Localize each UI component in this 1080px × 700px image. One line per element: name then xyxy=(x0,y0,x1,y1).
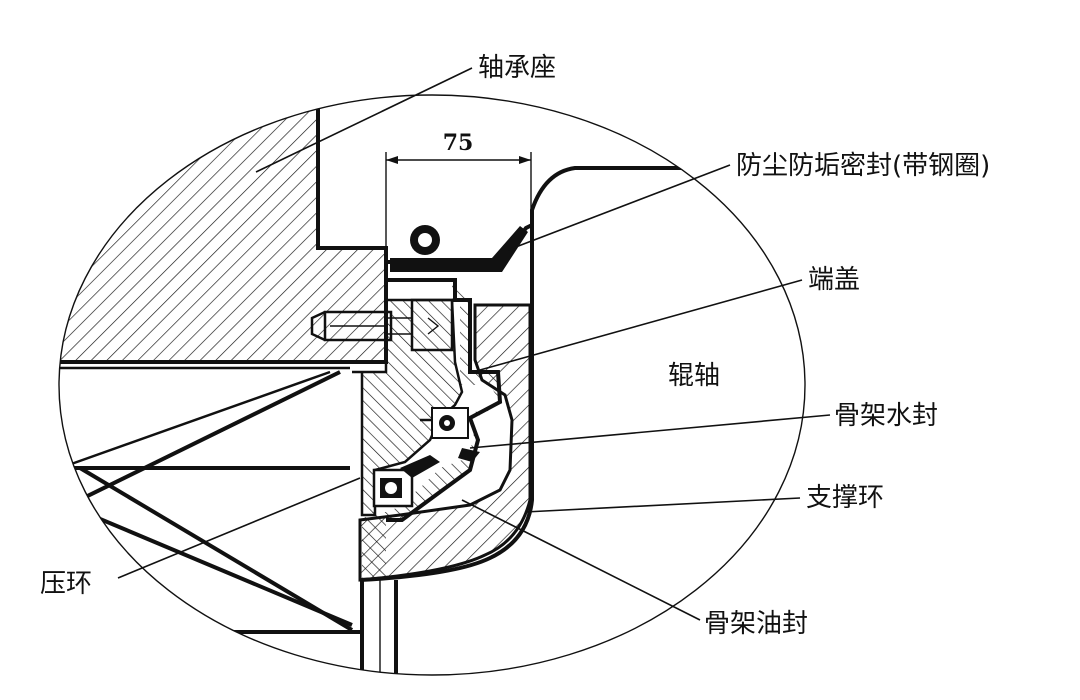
label-water-seal: 骨架水封 xyxy=(834,401,938,431)
label-roller-shaft: 辊轴 xyxy=(668,361,720,391)
label-oil-seal: 骨架油封 xyxy=(704,609,808,639)
water-seal xyxy=(420,407,480,462)
roller-shaft-contour xyxy=(359,166,688,582)
label-press-ring: 压环 xyxy=(40,569,92,599)
bearing-housing-section xyxy=(59,95,386,362)
frame-lines xyxy=(59,366,360,634)
oil-seal xyxy=(372,455,440,508)
bolt xyxy=(310,298,454,352)
leader-lines xyxy=(117,67,831,621)
support-ring-section xyxy=(358,303,532,582)
detail-ellipse xyxy=(58,94,806,676)
label-dust-seal: 防尘防垢密封(带钢圈) xyxy=(736,151,990,181)
dimension-75: 75 xyxy=(385,130,532,250)
end-cover-section xyxy=(362,280,500,580)
label-bearing-housing: 轴承座 xyxy=(478,53,556,83)
dust-seal xyxy=(386,223,533,272)
label-support-ring: 支撑环 xyxy=(806,483,884,513)
dimension-value: 75 xyxy=(443,130,474,156)
label-end-cover: 端盖 xyxy=(808,265,860,295)
